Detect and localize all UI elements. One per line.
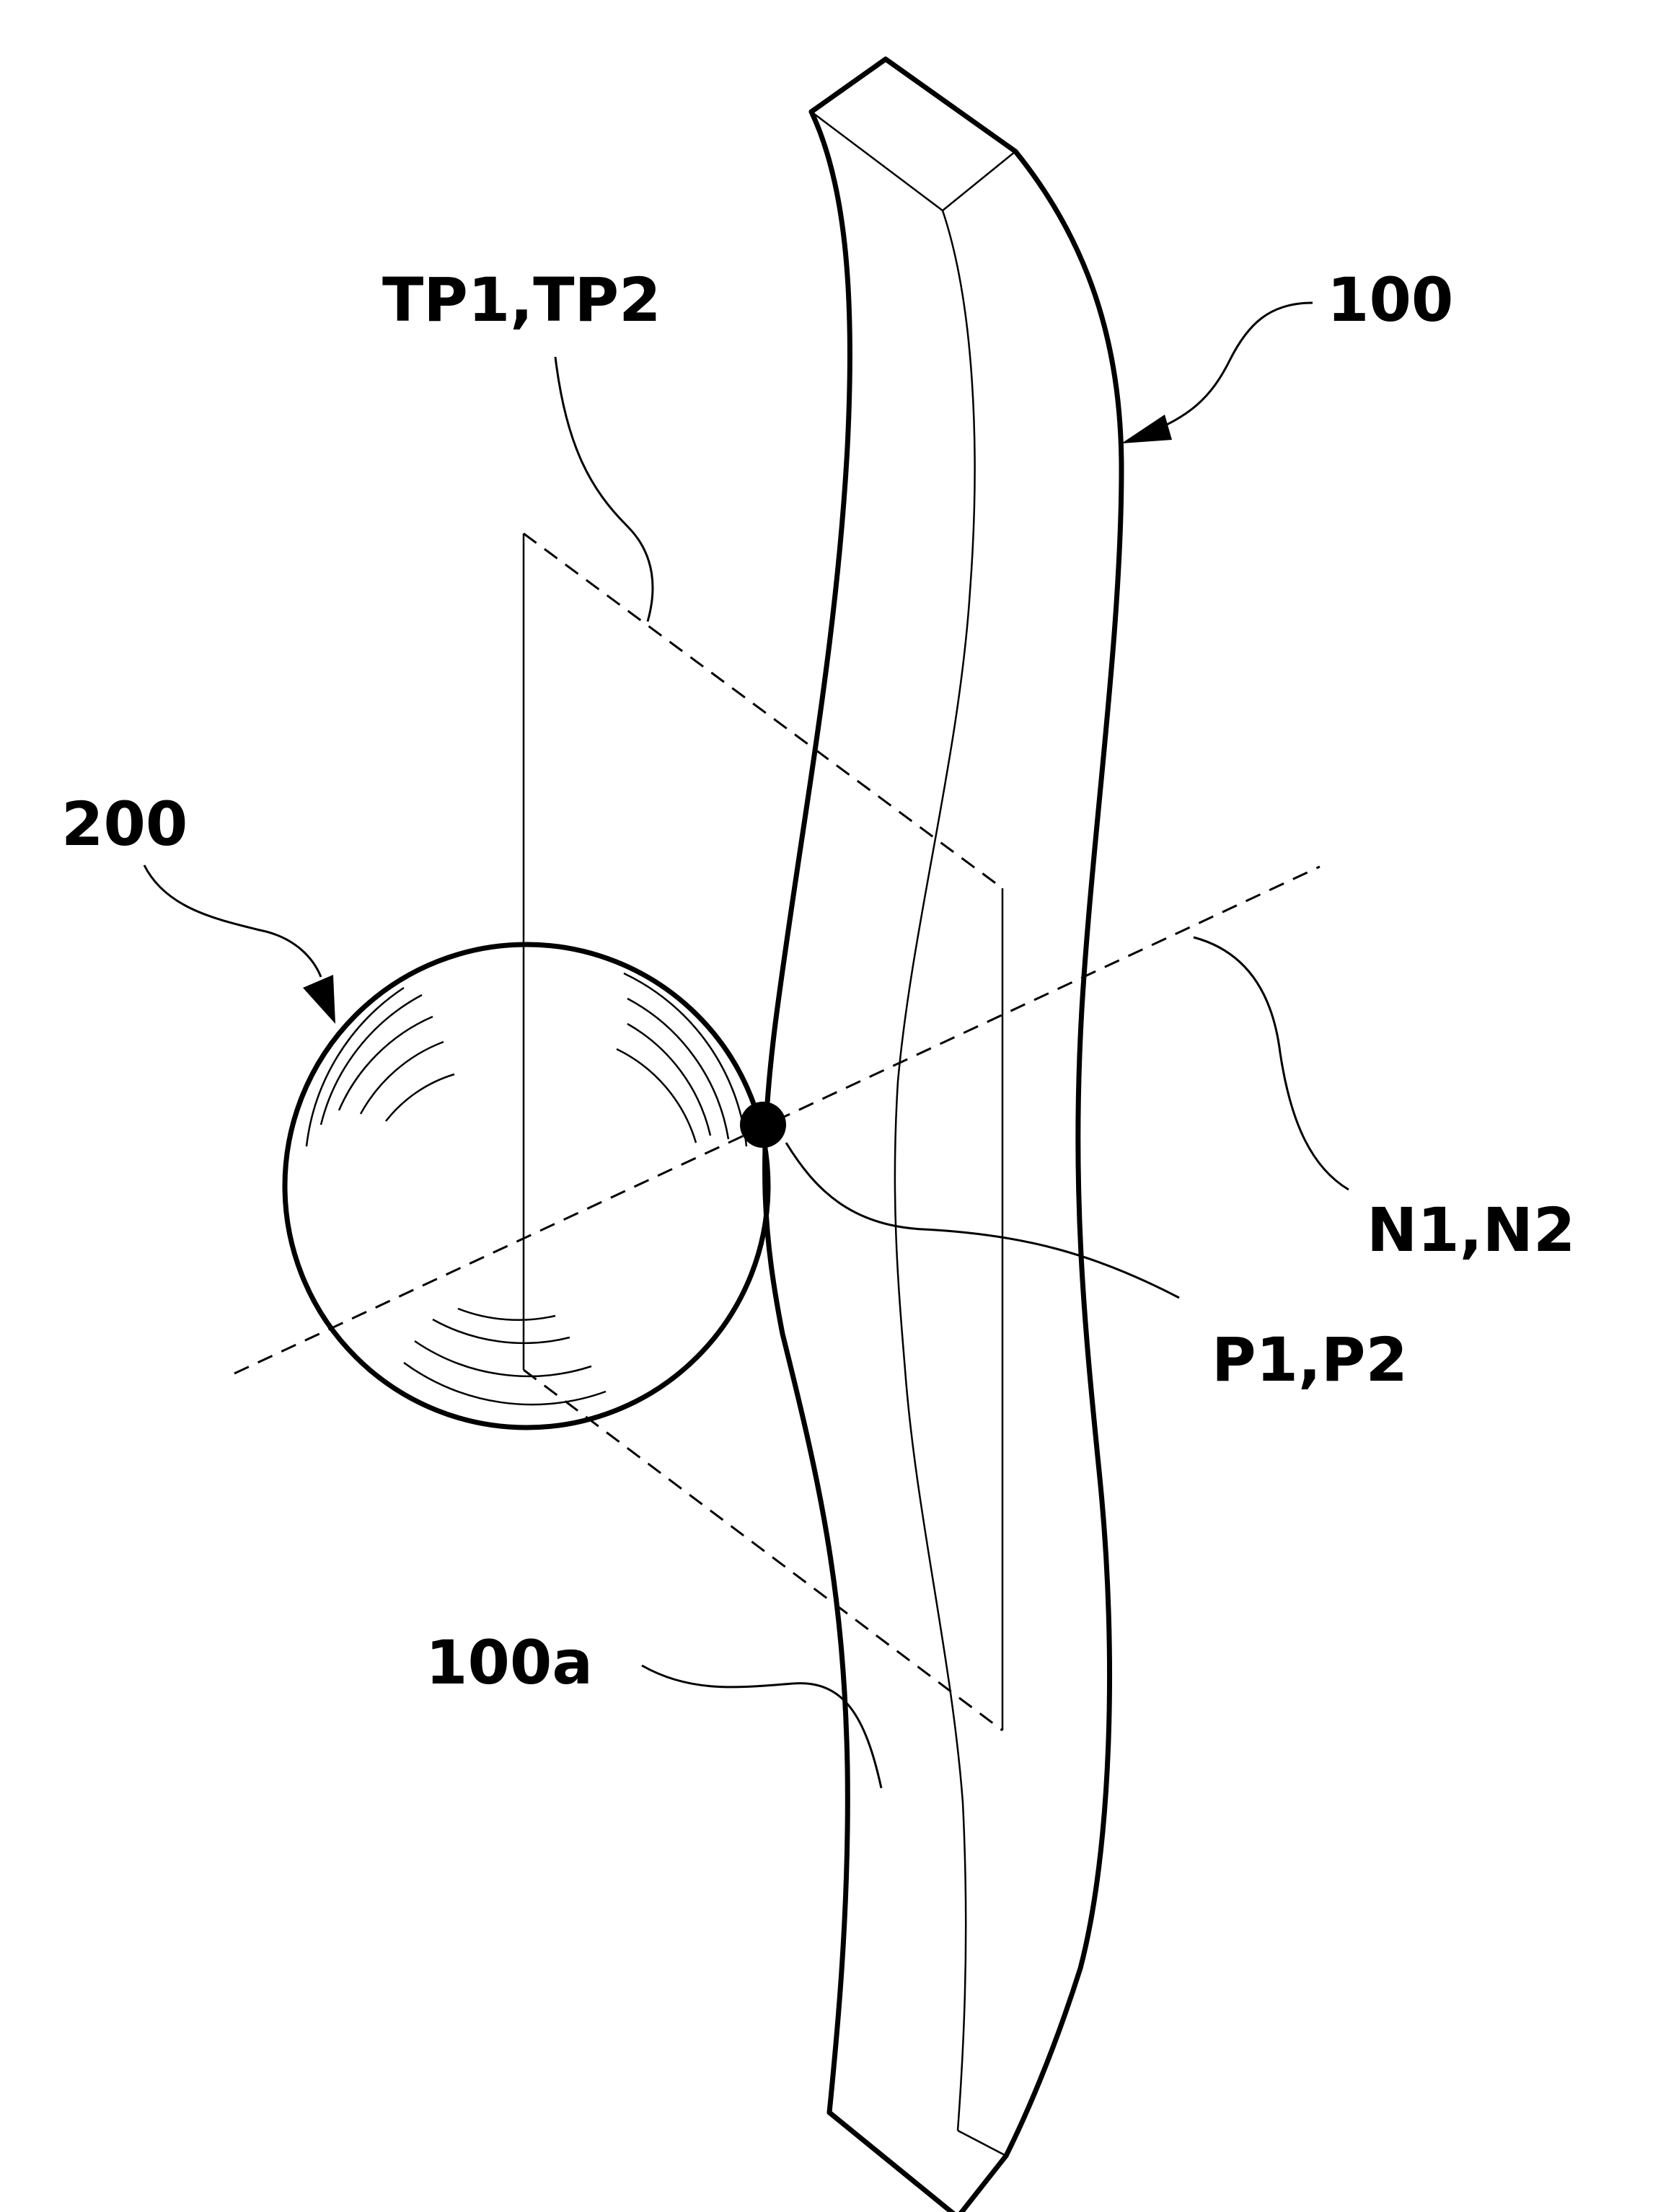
label-contact-points: P1,P2 [1212, 1324, 1408, 1395]
sphere-shade-arc [385, 1073, 455, 1122]
sphere-shade-arc [627, 1022, 712, 1136]
sphere-shade-arc [359, 1040, 444, 1115]
label-plate: 100 [1327, 265, 1453, 335]
sphere-outline [282, 942, 771, 1430]
arrow-200 [303, 975, 335, 1024]
leader-tp [554, 356, 654, 622]
plate-bottom-inner-edge [957, 2129, 1007, 2157]
sphere [282, 942, 771, 1430]
label-tangent-planes: TP1,TP2 [382, 265, 661, 335]
sphere-shade-arc [432, 1318, 570, 1345]
sphere-shade-arc [403, 1361, 607, 1406]
sphere-shade-arc [305, 986, 405, 1147]
arrow-100 [1121, 415, 1172, 443]
tangent-plane [522, 532, 1004, 1732]
leader-100a [641, 1664, 883, 1789]
tangent-plane-bottom-edge [523, 1368, 1003, 1732]
leader-100 [1139, 301, 1313, 438]
sphere-shade-arc [414, 1340, 592, 1378]
plate-front-left-edge [762, 109, 852, 2115]
leader-n [1193, 936, 1349, 1191]
sphere-shade-arc [338, 1015, 433, 1111]
label-normals: N1,N2 [1367, 1195, 1575, 1265]
contact-point [740, 1102, 786, 1148]
label-plate-surface: 100a [426, 1627, 593, 1698]
plate-top-face [808, 56, 1018, 154]
sphere-shade-arc [457, 1307, 556, 1322]
sphere-shade-arc [623, 972, 748, 1147]
leader-p [785, 1142, 1180, 1299]
plate-back-right-edge [1003, 149, 1124, 2159]
sphere-shade-arc [319, 994, 423, 1125]
leader-lines [143, 301, 1349, 1789]
label-sphere: 200 [61, 789, 188, 859]
plate-thickness-line [894, 210, 976, 2131]
tangent-plane-top-edge [523, 532, 1003, 890]
curved-plate [762, 56, 1124, 2212]
plate-bottom-face [826, 2110, 1009, 2212]
sphere-shade-arc [627, 997, 730, 1140]
leader-200 [143, 864, 322, 978]
sphere-shade-arc [616, 1048, 697, 1143]
